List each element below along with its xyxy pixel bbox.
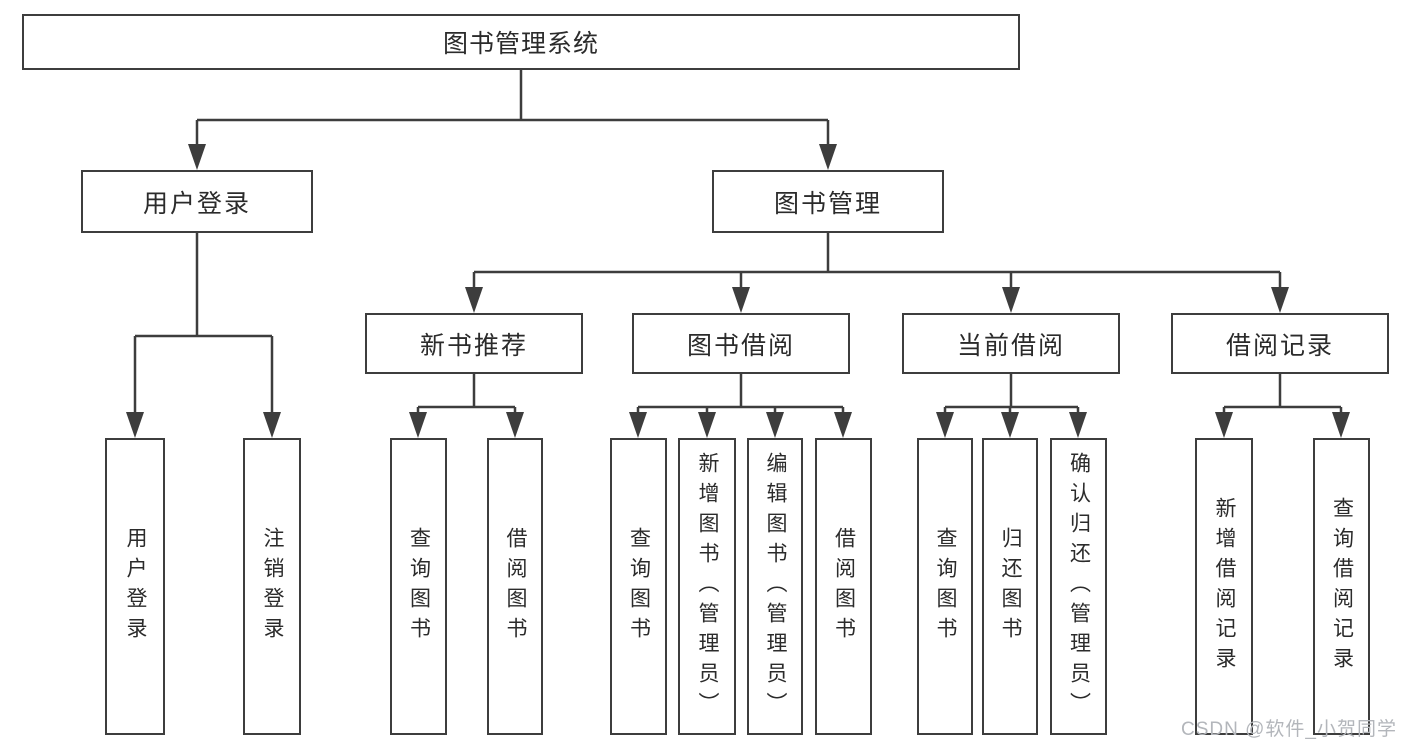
leaf-br-query-record: 查询借阅记录 [1313, 438, 1370, 735]
node-current-borrow: 当前借阅 [902, 313, 1120, 374]
node-book-management: 图书管理 [712, 170, 944, 233]
leaf-br-add-record-label: 新增借阅记录 [1213, 496, 1237, 677]
arrowheads [126, 144, 1350, 438]
leaf-cb-query-books: 查询图书 [917, 438, 973, 735]
connector-user-login-split [133, 233, 274, 418]
leaf-nbr-query-books-label: 查询图书 [407, 526, 431, 647]
leaf-cb-return-books: 归还图书 [982, 438, 1038, 735]
leaf-cb-query-books-label: 查询图书 [934, 526, 958, 647]
leaf-bb-borrow-books: 借阅图书 [815, 438, 872, 735]
connector-root-to-level2 [195, 70, 830, 150]
connector-new-book-split [416, 374, 517, 418]
leaf-cb-return-books-label: 归还图书 [999, 526, 1023, 647]
leaf-br-add-record: 新增借阅记录 [1195, 438, 1253, 735]
leaf-user-login: 用户登录 [105, 438, 165, 735]
leaf-cb-confirm-return-admin-label: 确认归还（管理员） [1067, 451, 1091, 722]
leaf-bb-add-books-admin: 新增图书（管理员） [678, 438, 736, 735]
connector-book-borrow-split [636, 374, 845, 418]
node-new-book-recommend: 新书推荐 [365, 313, 583, 374]
leaf-cb-confirm-return-admin: 确认归还（管理员） [1050, 438, 1107, 735]
leaf-bb-add-books-admin-label: 新增图书（管理员） [696, 451, 720, 722]
leaf-bb-borrow-books-label: 借阅图书 [832, 526, 856, 647]
node-book-borrow: 图书借阅 [632, 313, 850, 374]
leaf-logout-label: 注销登录 [261, 526, 285, 647]
node-user-login: 用户登录 [81, 170, 313, 233]
connector-borrow-records-split [1222, 374, 1343, 418]
csdn-watermark: CSDN @软件_小贺同学 [1181, 719, 1397, 740]
connector-current-borrow-split [943, 374, 1080, 418]
leaf-bb-query-books-label: 查询图书 [627, 526, 651, 647]
node-borrow-records: 借阅记录 [1171, 313, 1389, 374]
leaf-nbr-query-books: 查询图书 [390, 438, 447, 735]
leaf-logout: 注销登录 [243, 438, 301, 735]
node-library-management-system: 图书管理系统 [22, 14, 1020, 70]
connector-book-management-split [472, 233, 1282, 293]
leaf-user-login-label: 用户登录 [124, 526, 148, 647]
leaf-bb-edit-books-admin: 编辑图书（管理员） [747, 438, 803, 735]
leaf-br-query-record-label: 查询借阅记录 [1330, 496, 1354, 677]
leaf-nbr-borrow-books: 借阅图书 [487, 438, 543, 735]
leaf-nbr-borrow-books-label: 借阅图书 [504, 526, 528, 647]
leaf-bb-query-books: 查询图书 [610, 438, 667, 735]
leaf-bb-edit-books-admin-label: 编辑图书（管理员） [764, 451, 788, 722]
